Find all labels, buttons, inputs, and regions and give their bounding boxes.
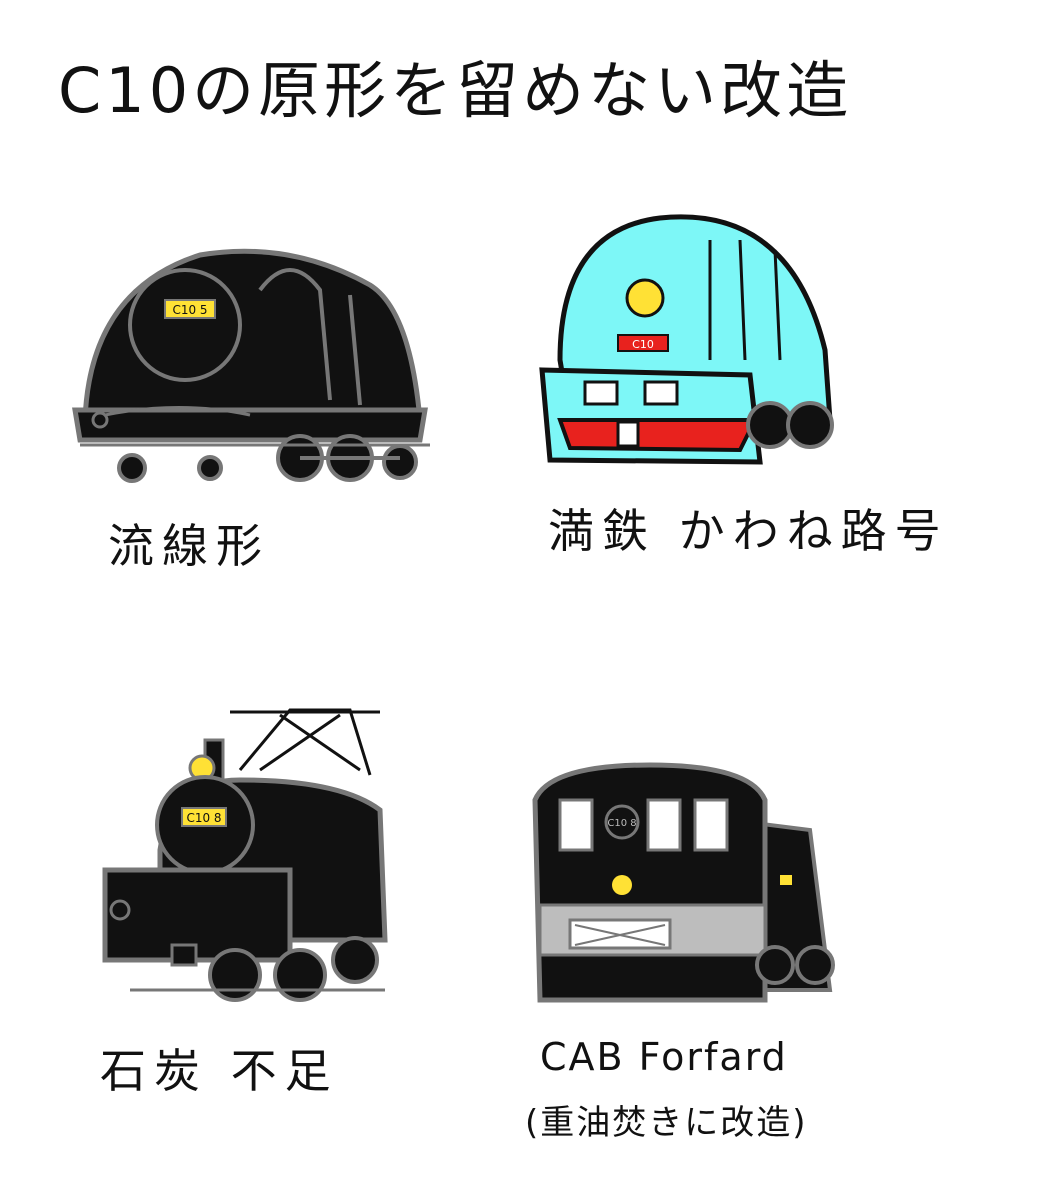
coal-shortage-caption: 石炭 不足	[100, 1044, 339, 1098]
coal-shortage-locomotive-drawing: C10 8	[90, 700, 400, 1010]
manchuria-caption: 満鉄 かわね路号	[548, 504, 949, 558]
cab-forward-locomotive-drawing: C10 8	[530, 760, 840, 1020]
cab-forward-number-plate: C10 8	[607, 818, 636, 829]
manchuria-locomotive-illustration: C10	[539, 214, 834, 465]
coal-shortage-number-plate: C10 8	[186, 811, 221, 825]
streamlined-locomotive-illustration: C10 5	[72, 248, 430, 483]
cab-forward-illustration: C10 8	[532, 762, 835, 1003]
page-title: C10の原形を留めない改造	[58, 54, 853, 127]
cab-forward-caption: CAB Forfard	[540, 1035, 788, 1079]
manchuria-number-plate: C10	[632, 338, 654, 351]
streamlined-locomotive-drawing: C10 5	[60, 230, 440, 500]
streamlined-caption: 流線形	[108, 519, 270, 573]
manchuria-locomotive-drawing: C10	[530, 210, 840, 470]
streamlined-number-plate: C10 5	[172, 303, 207, 317]
cab-forward-subcaption: (重油焚きに改造)	[525, 1103, 808, 1143]
electric-conversion-illustration: C10 8	[102, 708, 388, 1002]
